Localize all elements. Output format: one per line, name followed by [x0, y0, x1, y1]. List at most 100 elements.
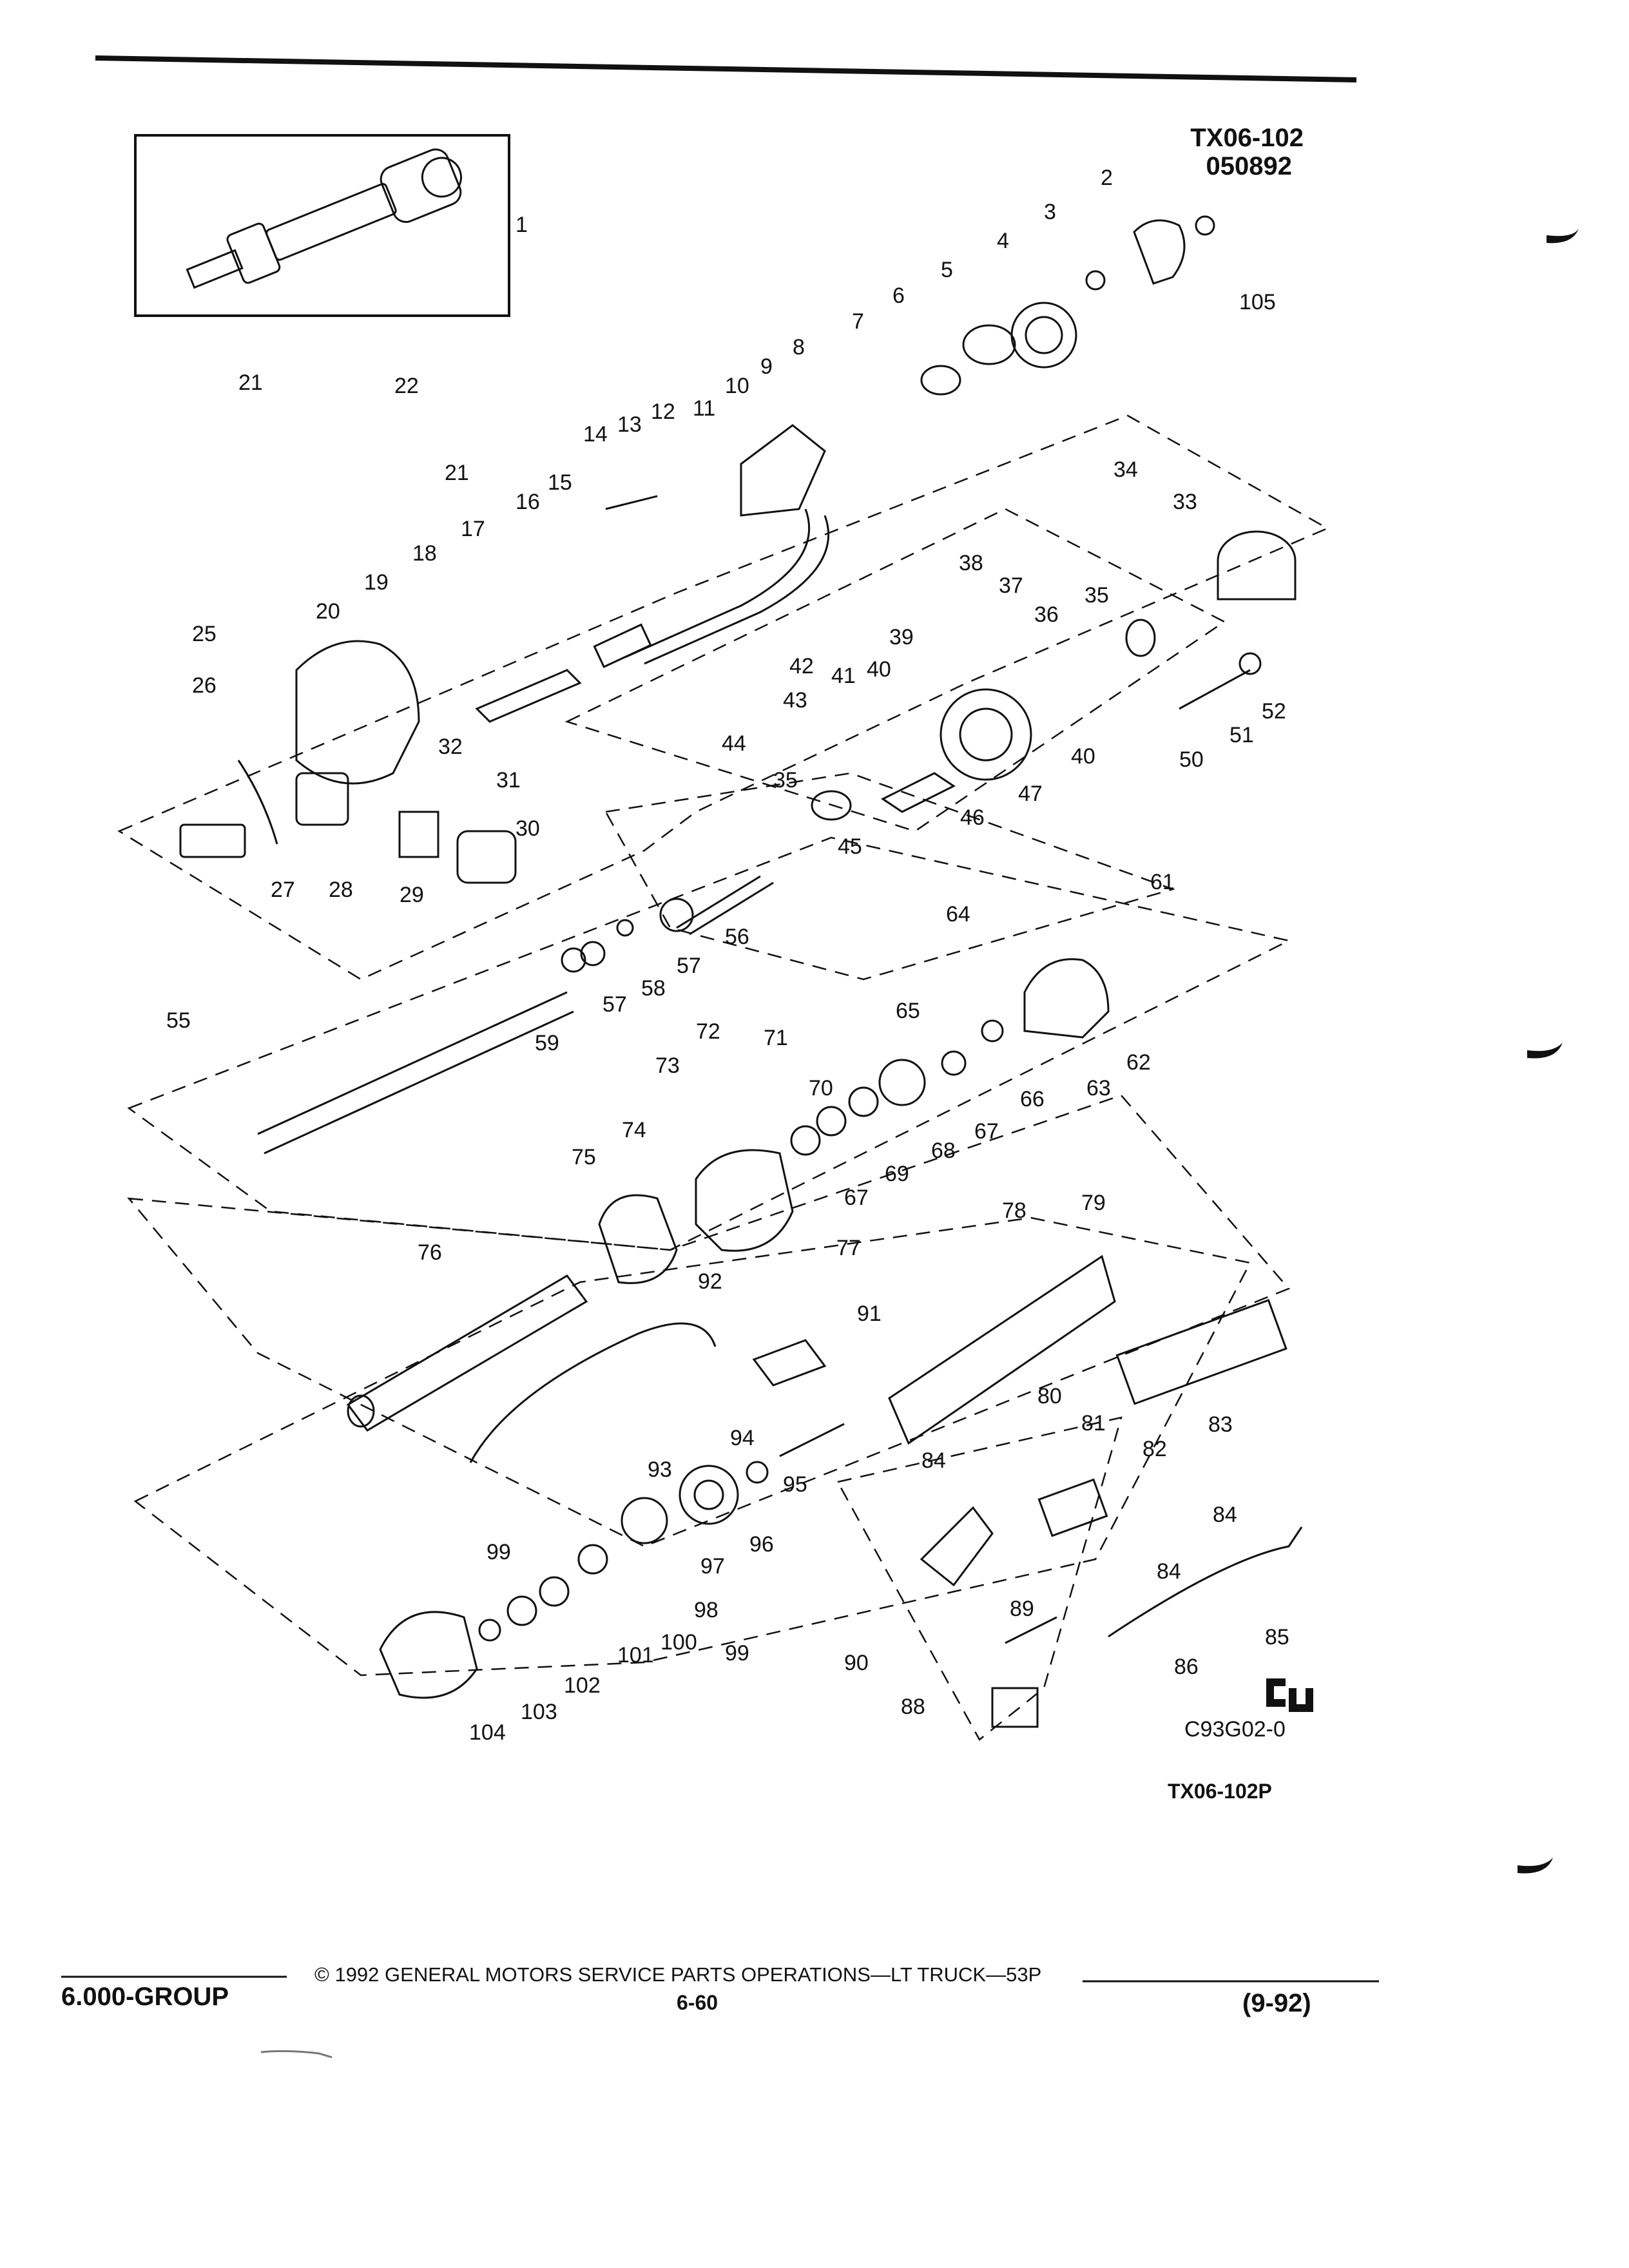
callout-label: 58: [641, 976, 666, 1001]
callout-label: 35: [773, 768, 798, 793]
part-callouts: 1 2 3 4 5 6 7 8 9 10 11 12 13 14 15 16 1…: [166, 166, 1289, 1745]
callout-label: 50: [1179, 747, 1204, 772]
callout-label: 47: [1018, 782, 1043, 806]
callout-label: 57: [677, 954, 701, 978]
callout-label: 76: [418, 1240, 442, 1265]
top-rule: [95, 55, 1357, 82]
callout-label: 57: [602, 992, 627, 1017]
callout-label: 101: [617, 1643, 654, 1667]
callout-label: 45: [838, 834, 862, 859]
callout-label: 36: [1034, 602, 1059, 627]
callout-label: 59: [535, 1031, 559, 1055]
figure-code: TX06-102: [1190, 124, 1304, 152]
callout-label: 17: [461, 517, 485, 541]
callout-label: 14: [583, 422, 608, 447]
callout-label: 95: [783, 1472, 807, 1497]
callout-label: 46: [960, 805, 985, 830]
callout-label: 63: [1086, 1076, 1111, 1100]
callout-label: 90: [844, 1651, 869, 1675]
callout-label: 30: [516, 816, 540, 841]
gm-spo-logo: [1266, 1678, 1313, 1712]
callout-label: 10: [725, 374, 749, 398]
callout-label: 6: [892, 284, 905, 308]
callout-label: 84: [1213, 1503, 1237, 1527]
callout-label: 5: [941, 258, 953, 282]
callout-label: 97: [700, 1554, 725, 1579]
callout-label: 72: [696, 1019, 720, 1044]
callout-label: 8: [793, 335, 805, 360]
callout-label: 51: [1229, 723, 1254, 747]
callout-label: 37: [999, 573, 1023, 598]
callout-label: 20: [316, 599, 340, 624]
footer-group: 6.000-GROUP: [61, 1983, 229, 2011]
callout-label: 93: [648, 1457, 672, 1482]
callout-label: 3: [1044, 200, 1056, 224]
dashed-group-outlines: [117, 414, 1329, 1741]
callout-label: 62: [1126, 1050, 1151, 1075]
callout-label: 39: [889, 625, 914, 649]
callout-label: 26: [192, 673, 217, 698]
callout-label: 2: [1101, 166, 1113, 190]
callout-label: 52: [1262, 699, 1286, 724]
callout-label: 78: [1002, 1198, 1027, 1223]
callout-label: 73: [655, 1053, 680, 1078]
callout-label: 27: [271, 878, 295, 902]
callout-label: 75: [572, 1145, 596, 1169]
callout-label: 28: [329, 878, 353, 902]
callout-label: 80: [1037, 1384, 1062, 1408]
callout-label: 56: [725, 925, 749, 949]
callout-label: 64: [946, 902, 970, 927]
callout-label: 13: [617, 412, 642, 437]
figure-id: TX06-102P: [1168, 1780, 1272, 1803]
footer-copyright: © 1992 GENERAL MOTORS SERVICE PARTS OPER…: [314, 1963, 1042, 1986]
callout-label: 105: [1239, 290, 1276, 314]
callout-label: 86: [1174, 1655, 1199, 1679]
callout-label: 21: [238, 370, 263, 395]
callout-label: 12: [651, 399, 675, 424]
callout-label: 9: [760, 354, 773, 379]
callout-label: 67: [974, 1119, 999, 1144]
callout-label: 69: [885, 1162, 909, 1186]
callout-label: 84: [1157, 1559, 1181, 1584]
callout-label: 16: [516, 490, 540, 514]
callout-label: 35: [1084, 583, 1109, 608]
callout-label: 19: [364, 570, 389, 595]
callout-label: 84: [921, 1448, 946, 1473]
callout-label: 43: [783, 688, 807, 713]
callout-label: 44: [722, 731, 746, 756]
callout-label: 91: [857, 1302, 882, 1326]
footer-revision: (9-92): [1242, 1989, 1311, 2017]
callout-label: 61: [1150, 870, 1175, 894]
callout-label: 7: [852, 309, 864, 334]
callout-label: 18: [412, 541, 437, 566]
callout-label: 98: [694, 1598, 718, 1622]
callout-label: 71: [764, 1026, 788, 1050]
callout-label: 1: [516, 213, 528, 237]
callout-label: 94: [730, 1426, 755, 1450]
callout-label: 83: [1208, 1412, 1233, 1437]
callout-label: 88: [901, 1695, 925, 1719]
callout-label: 85: [1265, 1625, 1289, 1649]
page-edge-marks: [1518, 229, 1579, 1874]
callout-label: 100: [660, 1630, 697, 1655]
image-code: C93G02-0: [1184, 1717, 1286, 1742]
parts-line-art: [179, 215, 1303, 1728]
callout-label: 103: [521, 1700, 557, 1724]
callout-label: 11: [693, 396, 715, 421]
callout-label: 32: [438, 735, 463, 759]
callout-label: 102: [564, 1673, 601, 1698]
callout-label: 34: [1113, 457, 1138, 482]
callout-label: 25: [192, 622, 217, 646]
date-code: 050892: [1206, 152, 1292, 180]
callout-label: 21: [445, 461, 469, 485]
callout-label: 31: [496, 768, 521, 793]
callout-label: 33: [1173, 490, 1197, 514]
callout-label: 40: [867, 657, 891, 682]
callout-label: 22: [394, 374, 419, 398]
callout-label: 42: [789, 654, 814, 678]
callout-label: 74: [622, 1118, 646, 1142]
callout-label: 15: [548, 470, 572, 495]
callout-label: 55: [166, 1008, 191, 1033]
callout-label: 68: [931, 1139, 956, 1163]
